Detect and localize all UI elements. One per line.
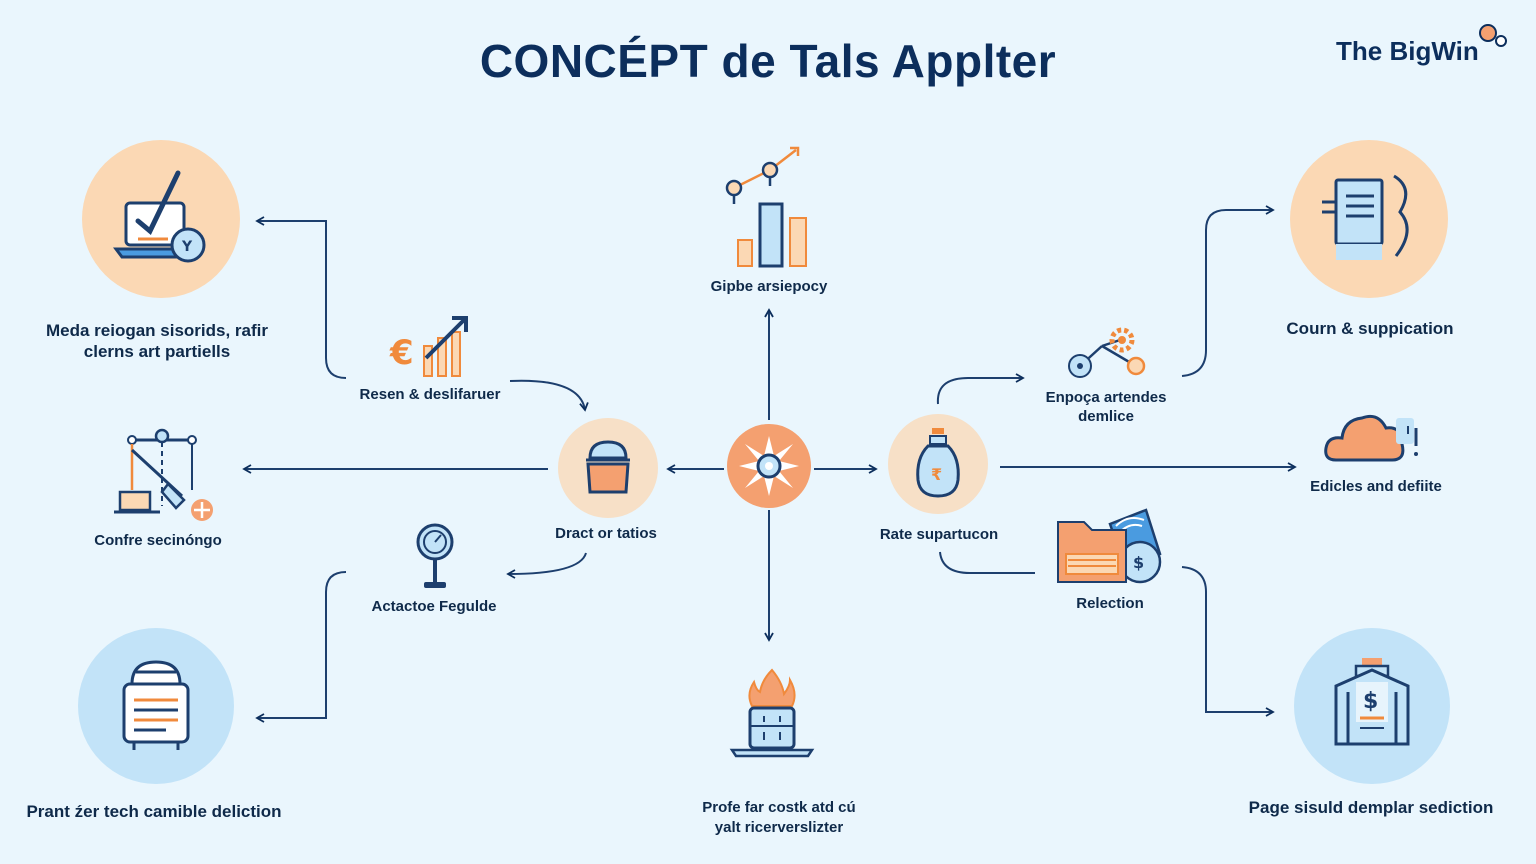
euro-growth-icon: €: [389, 316, 468, 377]
node-label-top-left: Meda reiogan sisorids, rafir clerns art …: [45, 321, 268, 361]
node-label-top-center: Gipbe arsiepocy: [710, 278, 828, 295]
svg-text:$: $: [1133, 553, 1144, 572]
balance-icon: [114, 428, 213, 521]
svg-text:$: $: [1363, 689, 1378, 714]
cloud-icon: [1324, 414, 1418, 462]
basket-icon: [586, 440, 630, 494]
wallet-icon: $: [1057, 508, 1162, 584]
svg-text:Y: Y: [181, 239, 193, 255]
node-label-hub-left: Dract or tatios: [555, 525, 657, 542]
node-label-resen: Resen & deslifaruer: [359, 386, 501, 403]
burner-icon: [729, 668, 815, 758]
brand-logo-text: The BigWin: [1336, 36, 1479, 66]
growth-chart-icon: [725, 146, 807, 268]
gauge-icon: [416, 523, 454, 588]
node-label-right-mid: Edicles and defiite: [1310, 478, 1442, 495]
bank-dollar-icon: $: [1334, 658, 1410, 746]
document-icon: [1322, 174, 1409, 260]
node-label-hub-right: Rate supartucon: [879, 526, 999, 543]
node-label-enpoca: Enpoça artendes demlice: [1045, 389, 1167, 425]
node-label-bottom-left: Prant źer tech camible deliction: [26, 802, 282, 821]
node-label-right-top: Courn & suppication: [1286, 319, 1454, 338]
printer-doc-icon: [122, 660, 190, 750]
network-gear-icon: [1068, 327, 1146, 378]
page-title: CONCÉPT de Tals Applter: [479, 35, 1057, 87]
node-label-bottom-right: Page sisuld demplar sediction: [1248, 798, 1494, 817]
node-label-relection: Relection: [1076, 595, 1144, 612]
money-bag-icon: ₹: [916, 428, 960, 498]
node-label-actactoe: Actactoe Fegulde: [371, 598, 497, 615]
sun-gear-icon: [739, 436, 799, 496]
node-label-left-mid: Confre secinóngo: [94, 532, 222, 549]
svg-text:₹: ₹: [931, 465, 942, 484]
node-label-bottom-center: Profe far costk atd cú yalt ricerversliz…: [702, 799, 856, 836]
laptop-check-icon: Y: [113, 170, 206, 263]
svg-text:€: €: [389, 333, 414, 373]
brand-bubbles-icon: [1479, 24, 1507, 47]
